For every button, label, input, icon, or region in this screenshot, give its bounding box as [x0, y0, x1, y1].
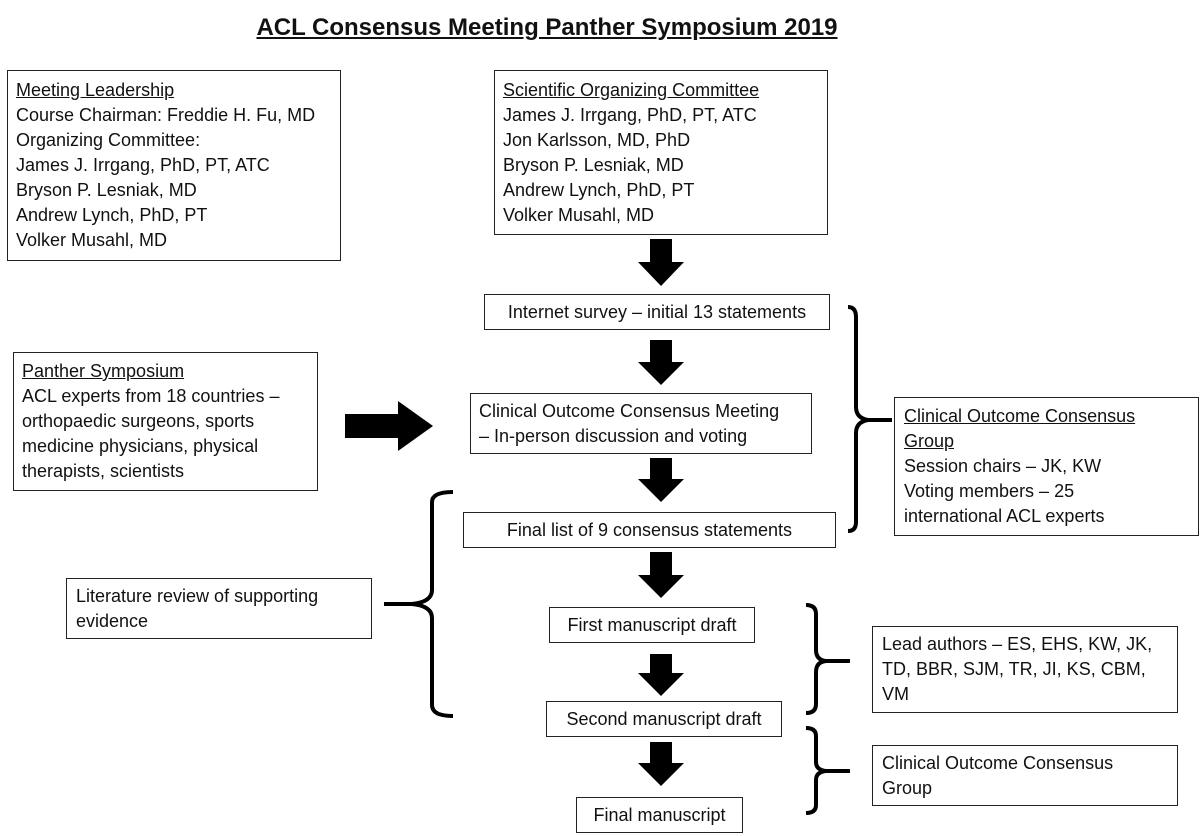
- scientific-committee-heading: Scientific Organizing Committee: [503, 80, 760, 100]
- panther-symposium-box: Panther Symposium ACL experts from 18 co…: [13, 352, 318, 491]
- consensus-meeting-box: Clinical Outcome Consensus Meeting – In-…: [470, 393, 812, 454]
- second-draft-box: Second manuscript draft: [546, 701, 782, 737]
- consensus-group-line: Session chairs – JK, KW: [904, 456, 1102, 476]
- bracket-literature-review: [410, 490, 454, 718]
- panther-symposium-line: orthopaedic surgeons, sports: [22, 411, 255, 431]
- consensus-group-final-line: Clinical Outcome Consensus: [882, 753, 1114, 773]
- bracket-lead-authors: [805, 603, 828, 715]
- consensus-group-heading: Group: [904, 431, 955, 451]
- consensus-group-final-box: Clinical Outcome Consensus Group: [872, 745, 1178, 806]
- literature-review-line: Literature review of supporting: [76, 586, 319, 606]
- internet-survey-box: Internet survey – initial 13 statements: [484, 294, 830, 330]
- final-manuscript-label: Final manuscript: [593, 805, 726, 825]
- scientific-committee-line: James J. Irrgang, PhD, PT, ATC: [503, 105, 757, 125]
- lead-authors-line: TD, BBR, SJM, TR, JI, KS, CBM,: [882, 659, 1146, 679]
- lead-authors-line: Lead authors – ES, EHS, KW, JK,: [882, 634, 1153, 654]
- scientific-committee-box: Scientific Organizing Committee James J.…: [494, 70, 828, 235]
- diagram-title: ACL Consensus Meeting Panther Symposium …: [256, 14, 838, 41]
- consensus-group-heading: Clinical Outcome Consensus: [904, 406, 1136, 426]
- meeting-leadership-heading: Meeting Leadership: [16, 80, 175, 100]
- right-arrow-icon: [345, 401, 433, 451]
- final-manuscript-box: Final manuscript: [576, 797, 743, 833]
- panther-symposium-line: medicine physicians, physical: [22, 436, 259, 456]
- scientific-committee-line: Volker Musahl, MD: [503, 205, 655, 225]
- first-draft-label: First manuscript draft: [567, 615, 737, 635]
- meeting-leadership-line: Andrew Lynch, PhD, PT: [16, 205, 208, 225]
- scientific-committee-line: Bryson P. Lesniak, MD: [503, 155, 684, 175]
- down-arrow-icon: [638, 742, 684, 786]
- consensus-group-line: international ACL experts: [904, 506, 1105, 526]
- literature-review-box: Literature review of supporting evidence: [66, 578, 372, 639]
- consensus-group-final-line: Group: [882, 778, 933, 798]
- panther-symposium-heading: Panther Symposium: [22, 361, 185, 381]
- panther-symposium-line: ACL experts from 18 countries –: [22, 386, 280, 406]
- lead-authors-box: Lead authors – ES, EHS, KW, JK, TD, BBR,…: [872, 626, 1178, 713]
- consensus-meeting-line: – In-person discussion and voting: [479, 426, 748, 446]
- down-arrow-icon: [638, 458, 684, 502]
- down-arrow-icon: [638, 654, 684, 696]
- final-list-box: Final list of 9 consensus statements: [463, 512, 836, 548]
- final-list-label: Final list of 9 consensus statements: [506, 520, 793, 540]
- meeting-leadership-line: Volker Musahl, MD: [16, 230, 168, 250]
- scientific-committee-line: Andrew Lynch, PhD, PT: [503, 180, 695, 200]
- meeting-leadership-line: James J. Irrgang, PhD, PT, ATC: [16, 155, 270, 175]
- literature-review-line: evidence: [76, 611, 149, 631]
- internet-survey-label: Internet survey – initial 13 statements: [507, 302, 807, 322]
- meeting-leadership-line: Organizing Committee:: [16, 130, 201, 150]
- down-arrow-icon: [638, 340, 684, 385]
- down-arrow-icon: [638, 552, 684, 598]
- meeting-leadership-line: Bryson P. Lesniak, MD: [16, 180, 197, 200]
- meeting-leadership-line: Course Chairman: Freddie H. Fu, MD: [16, 105, 316, 125]
- meeting-leadership-box: Meeting Leadership Course Chairman: Fred…: [7, 70, 341, 261]
- second-draft-label: Second manuscript draft: [566, 709, 762, 729]
- panther-symposium-line: therapists, scientists: [22, 461, 185, 481]
- down-arrow-icon: [638, 239, 684, 286]
- first-draft-box: First manuscript draft: [549, 607, 755, 643]
- consensus-group-box: Clinical Outcome Consensus Group Session…: [894, 397, 1199, 536]
- bracket-final-group: [805, 726, 828, 815]
- lead-authors-line: VM: [882, 684, 909, 704]
- bracket-consensus-group: [847, 305, 870, 533]
- consensus-meeting-line: Clinical Outcome Consensus Meeting: [479, 401, 780, 421]
- scientific-committee-line: Jon Karlsson, MD, PhD: [503, 130, 691, 150]
- consensus-group-line: Voting members – 25: [904, 481, 1075, 501]
